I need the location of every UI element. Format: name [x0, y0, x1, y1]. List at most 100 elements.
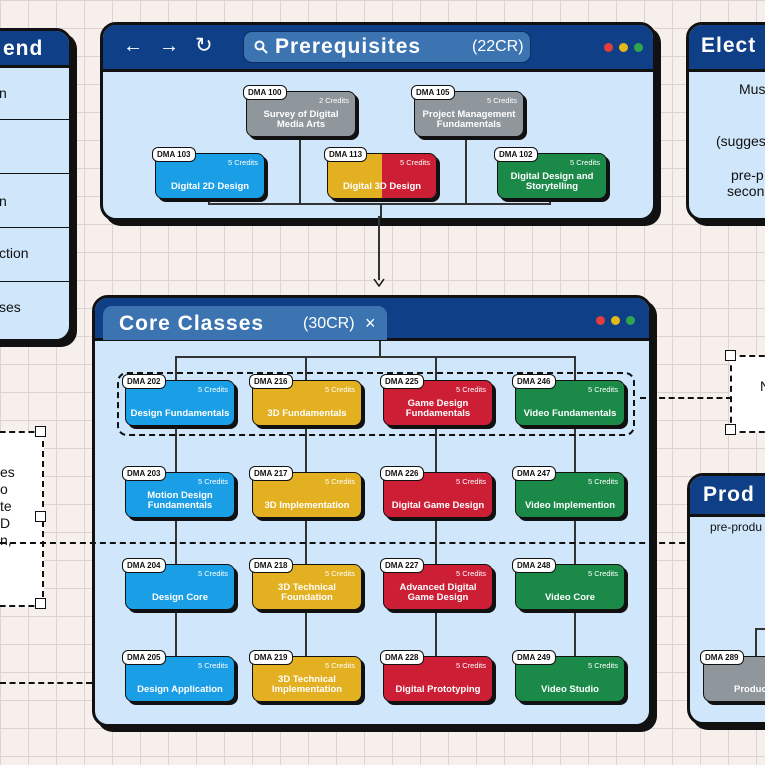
connector-line [755, 628, 757, 656]
course-card[interactable]: DMA 202 5 Credits Design Fundamentals [122, 374, 235, 426]
resize-handle[interactable] [35, 598, 46, 609]
legend-title: end [3, 37, 44, 60]
course-card[interactable]: DMA 102 5 Credits Digital Design and Sto… [494, 147, 607, 199]
course-code: DMA 103 [152, 147, 196, 162]
maximize-dot-icon[interactable] [626, 316, 635, 325]
course-card[interactable]: DMA 226 5 Credits Digital Game Design [380, 466, 493, 518]
note-line: n, [0, 532, 12, 548]
resize-handle[interactable] [35, 426, 46, 437]
course-card[interactable]: DMA 105 5 Credits Project Management Fun… [411, 85, 524, 137]
course-code: DMA 225 [380, 374, 424, 389]
maximize-dot-icon[interactable] [634, 43, 643, 52]
course-name: Digital 2D Design [170, 181, 250, 192]
course-name: Video Core [545, 592, 595, 603]
right-note-box [730, 355, 765, 433]
course-card[interactable]: DMA 249 5 Credits Video Studio [512, 650, 625, 702]
core-classes-window: Core Classes (30CR) × DMA 202 5 Credits … [92, 295, 652, 727]
course-credits: 5 Credits [587, 661, 618, 670]
course-card[interactable]: DMA 218 5 Credits 3D Technical Foundatio… [249, 558, 362, 610]
connector-line [379, 341, 381, 357]
course-name: Digital Prototyping [395, 684, 481, 695]
connector-line [305, 356, 307, 382]
course-card[interactable]: DMA 227 5 Credits Advanced Digital Game … [380, 558, 493, 610]
forward-arrow-icon[interactable]: → [159, 35, 179, 57]
resize-handle[interactable] [35, 511, 46, 522]
course-name: 3D Technical Foundation [278, 582, 336, 603]
refresh-icon[interactable]: ↻ [195, 34, 213, 57]
resize-handle[interactable] [725, 424, 736, 435]
course-card[interactable]: DMA 247 5 Credits Video Implemention [512, 466, 625, 518]
course-name: Video Fundamentals [523, 408, 617, 419]
course-credits: 5 Credits [324, 477, 355, 486]
connector-line [175, 356, 177, 382]
prereq-header: ← → ↻ Prerequisites (22CR) [103, 25, 653, 72]
course-card[interactable]: DMA 217 5 Credits 3D Implementation [249, 466, 362, 518]
connector-line [755, 628, 765, 630]
legend-item: ction [0, 245, 29, 261]
legend-row [0, 121, 69, 174]
connector-dashed [0, 682, 92, 684]
minimize-dot-icon[interactable] [611, 316, 620, 325]
core-credits: (30CR) [303, 315, 355, 332]
minimize-dot-icon[interactable] [619, 43, 628, 52]
course-card[interactable]: DMA 248 5 Credits Video Core [512, 558, 625, 610]
course-card[interactable]: DMA 219 5 Credits 3D Technical Implement… [249, 650, 362, 702]
course-credits: 5 Credits [197, 477, 228, 486]
course-credits: 5 Credits [587, 477, 618, 486]
course-card[interactable]: DMA 203 5 Credits Motion Design Fundamen… [122, 466, 235, 518]
note-line: te [0, 498, 12, 514]
course-code: DMA 100 [243, 85, 287, 100]
connector-line [574, 356, 576, 382]
back-arrow-icon[interactable]: ← [123, 35, 143, 57]
production-subtitle: pre-produ [710, 520, 763, 534]
course-name: Design Application [137, 684, 223, 695]
note-line: o [0, 481, 8, 497]
course-name: Game Design Fundamentals [405, 398, 471, 419]
course-card[interactable]: DMA 246 5 Credits Video Fundamentals [512, 374, 625, 426]
arrow-head-icon [373, 278, 385, 288]
course-card[interactable]: DMA 216 5 Credits 3D Fundamentals [249, 374, 362, 426]
electives-line: secon [727, 183, 765, 199]
course-name: Design Core [152, 592, 208, 603]
close-dot-icon[interactable] [596, 316, 605, 325]
left-note-text: es o te D n, [0, 464, 15, 549]
electives-title: Elect [701, 34, 757, 57]
course-code: DMA 216 [249, 374, 293, 389]
course-card[interactable]: DMA 228 5 Credits Digital Prototyping [380, 650, 493, 702]
course-card[interactable]: DMA 100 2 Credits Survey of Digital Medi… [243, 85, 356, 137]
resize-handle[interactable] [725, 350, 736, 361]
electives-header: Elect [689, 25, 765, 72]
prereq-title: Prerequisites [275, 35, 422, 58]
divider-dashed [0, 542, 765, 544]
close-tab-icon[interactable]: × [365, 313, 376, 333]
prereq-title-bar[interactable]: Prerequisites (22CR) [243, 31, 531, 63]
course-credits: 5 Credits [227, 158, 258, 167]
window-controls [596, 316, 635, 325]
core-tab[interactable]: Core Classes (30CR) × [103, 306, 387, 340]
course-name: Project Management Fundamentals [422, 109, 516, 130]
course-card[interactable]: DMA 289 Produc [700, 650, 765, 702]
course-code: DMA 102 [494, 147, 538, 162]
right-note-text: N [760, 378, 765, 394]
connector-arrow [378, 216, 380, 280]
note-line: D [0, 515, 11, 531]
course-credits: 5 Credits [455, 385, 486, 394]
close-dot-icon[interactable] [604, 43, 613, 52]
connector-line [435, 356, 437, 382]
course-card[interactable]: DMA 103 5 Credits Digital 2D Design [152, 147, 265, 199]
electives-line: pre-p [731, 167, 764, 183]
course-credits: 5 Credits [324, 661, 355, 670]
course-code: DMA 203 [122, 466, 166, 481]
course-name: Advanced Digital Game Design [399, 582, 477, 603]
course-code: DMA 105 [411, 85, 455, 100]
course-name: Design Fundamentals [130, 408, 230, 419]
course-card[interactable]: DMA 204 5 Credits Design Core [122, 558, 235, 610]
course-card[interactable]: DMA 113 5 Credits Digital 3D Design [324, 147, 437, 199]
course-code: DMA 113 [324, 147, 368, 162]
course-card[interactable]: DMA 205 5 Credits Design Application [122, 650, 235, 702]
course-card[interactable]: DMA 225 5 Credits Game Design Fundamenta… [380, 374, 493, 426]
course-code: DMA 226 [380, 466, 424, 481]
course-name: Survey of Digital Media Arts [263, 109, 339, 130]
legend-row: ction [0, 229, 69, 282]
course-name: Video Implemention [524, 500, 616, 511]
